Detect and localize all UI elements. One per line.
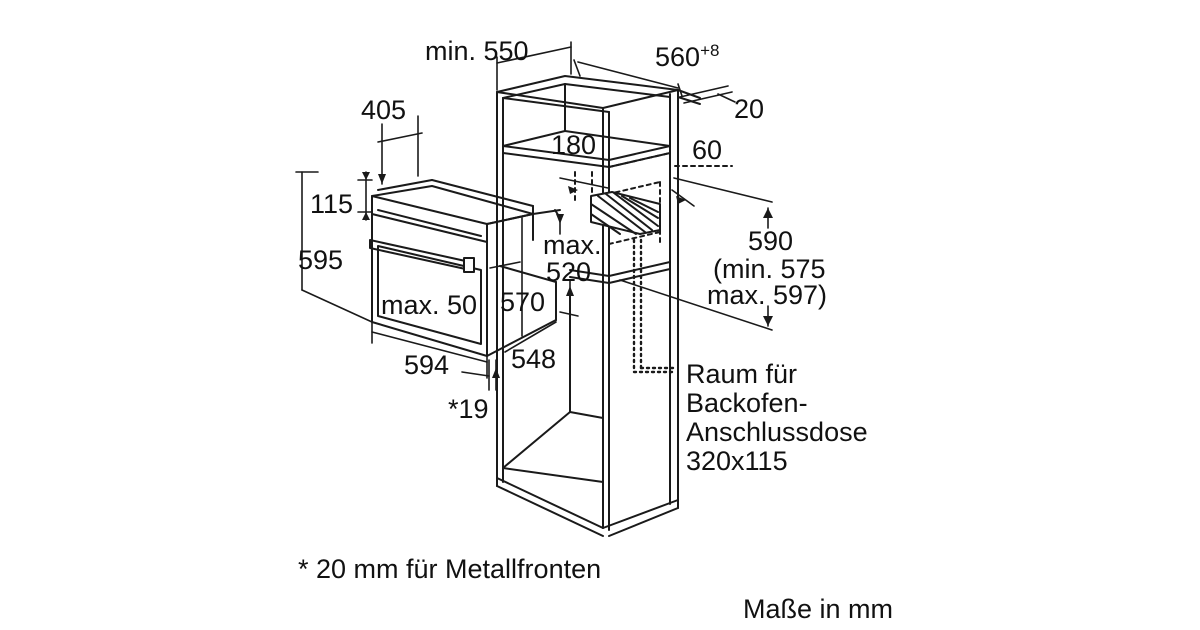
socket-note: Raum für Backofen- Anschlussdose 320x115 [686, 360, 868, 476]
socket-note-line: Backofen- [686, 388, 808, 418]
dim-niche-width-base: 560 [655, 42, 701, 72]
dim-niche-width: 560+8 [655, 41, 720, 72]
socket-note-line: 320x115 [686, 446, 788, 476]
dim-niche-depth-min: min. 550 [425, 36, 529, 66]
dim-vent-180: 180 [551, 130, 597, 160]
dim-back-gap: 20 [734, 94, 765, 124]
units-note: Maße in mm [743, 594, 894, 624]
footnote-metal-fronts: * 20 mm für Metallfronten [298, 554, 602, 584]
dim-oven-405: 405 [361, 95, 407, 125]
dimension-arrows [362, 172, 773, 378]
dim-max-520: 520 [546, 257, 592, 287]
dim-width-594: 594 [404, 350, 450, 380]
tall-cabinet [496, 75, 701, 537]
dim-niche-width-tolerance: +8 [700, 41, 720, 60]
socket-space-outline [632, 238, 678, 374]
socket-note-line: Raum für [686, 359, 798, 389]
dim-oven-115: 115 [310, 189, 354, 219]
dim-vent-60: 60 [692, 135, 723, 165]
dim-max-label: max. [543, 230, 602, 260]
dim-max-50: max. 50 [381, 290, 478, 320]
socket-note-line: Anschlussdose [686, 417, 868, 447]
oven [369, 179, 561, 357]
dimension-lines [295, 41, 773, 391]
vent-grille [590, 191, 661, 235]
dim-niche-height-590: 590 [748, 226, 794, 256]
dim-niche-height-max: max. 597) [707, 280, 828, 310]
dim-star-19: *19 [448, 394, 489, 424]
dim-depth-570: 570 [500, 287, 546, 317]
dim-oven-595: 595 [298, 245, 344, 275]
dim-niche-height-min: (min. 575 [713, 254, 826, 284]
dim-depth-548: 548 [511, 344, 557, 374]
